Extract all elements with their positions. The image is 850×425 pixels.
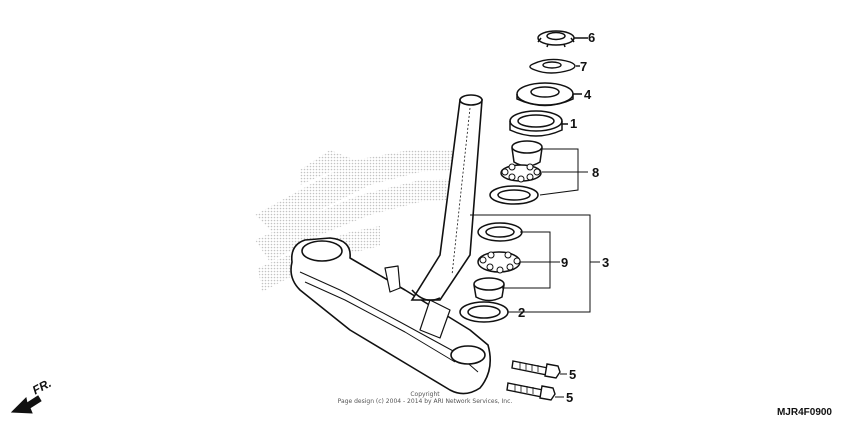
copyright-line-1: Copyright (410, 391, 440, 398)
callout-8: 8 (592, 165, 600, 180)
callout-9: 9 (561, 255, 569, 270)
copyright-line-2: Page design (c) 2004 - 2014 by ARI Netwo… (337, 398, 513, 405)
part-8-upper-bearing-set (489, 140, 588, 205)
callout-6: 6 (588, 30, 596, 45)
callout-5-lower: 5 (566, 390, 574, 405)
callout-1: 1 (570, 116, 578, 131)
callout-2: 2 (518, 305, 526, 320)
stem-shaft (410, 94, 483, 301)
part-2-lower-dust-seal (459, 301, 516, 323)
part-7-lock-washer (529, 58, 580, 74)
callout-3: 3 (602, 255, 610, 270)
part-5-bolt-upper (511, 360, 567, 379)
part-3-bracket (470, 214, 600, 313)
part-5-bolt-lower (506, 382, 564, 401)
callout-5-upper: 5 (569, 367, 577, 382)
lower-triple-clamp (290, 237, 491, 395)
part-6-lock-nut (537, 30, 588, 48)
front-arrow-icon (10, 395, 42, 414)
callout-4: 4 (584, 87, 592, 102)
callout-7: 7 (580, 59, 588, 74)
part-1-dust-seal (509, 110, 568, 137)
diagram-code: MJR4F0900 (776, 407, 832, 418)
part-4-adjusting-nut (516, 82, 582, 107)
part-9-lower-bearing-set (473, 222, 560, 302)
